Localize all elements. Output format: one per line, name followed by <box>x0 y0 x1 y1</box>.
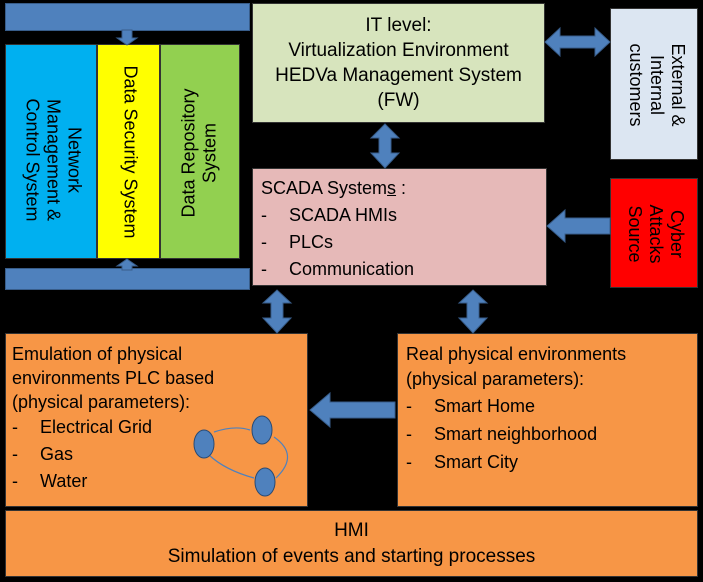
it-level-line: Virtualization Environment <box>288 40 509 61</box>
it-level-title: IT level: <box>365 15 432 36</box>
list-item: -Smart Home <box>406 396 536 416</box>
state-graph <box>208 427 289 479</box>
hmi-box: HMI Simulation of events and starting pr… <box>5 510 698 577</box>
state-node <box>251 415 273 445</box>
list-item: -PLCs <box>261 232 334 252</box>
list-item: -Communication <box>261 259 415 279</box>
list-item: -Smart City <box>406 452 519 472</box>
state-node <box>193 429 215 459</box>
emulation-line: (physical parameters): <box>12 392 191 412</box>
list-item: -SCADA HMIs <box>261 205 398 225</box>
list-item: -Smart neighborhood <box>406 424 598 444</box>
it-level-line: (FW) <box>377 90 420 111</box>
down-arrow-top-bar <box>115 29 139 46</box>
scada-items: -SCADA HMIs -PLCs -Communication <box>261 202 546 283</box>
scada-systems-box: SCADA Systems : -SCADA HMIs -PLCs -Commu… <box>252 168 547 286</box>
scada-title: SCADA Systems : <box>261 178 407 198</box>
list-item: -Electrical Grid <box>12 417 153 437</box>
list-item: -Water <box>12 471 88 491</box>
double-arrow-scada-real <box>457 289 489 334</box>
arrow-cyber-to-scada <box>546 208 611 244</box>
emulation-line: Emulation of physical <box>12 344 183 364</box>
network-management-box: Network Management & Control System <box>5 44 97 259</box>
emulation-line: environments PLC based <box>12 368 215 388</box>
real-line: Real physical environments <box>406 344 627 364</box>
it-level-line: HEDVa Management System <box>275 65 522 86</box>
arrow-real-to-emulation <box>309 391 396 429</box>
up-arrow-bottom-bar <box>115 258 139 271</box>
data-repository-box: Data Repository System <box>160 44 240 259</box>
real-line: (physical parameters): <box>406 369 585 389</box>
real-environments-box: Real physical environments (physical par… <box>397 333 698 507</box>
data-security-box: Data Security System <box>97 44 160 259</box>
emulation-items: -Electrical Grid -Gas -Water <box>12 414 307 495</box>
external-customers-box: External & Internal customers <box>610 8 698 160</box>
double-arrow-it-scada <box>369 123 401 169</box>
list-item: -Gas <box>12 444 74 464</box>
hmi-subtitle: Simulation of events and starting proces… <box>167 545 536 567</box>
double-arrow-scada-emulation <box>261 289 293 334</box>
real-items: -Smart Home -Smart neighborhood -Smart C… <box>406 392 697 476</box>
double-arrow-it-external <box>544 26 611 58</box>
hmi-title: HMI <box>334 519 369 541</box>
cyber-attacks-box: Cyber Attacks Source <box>610 178 698 288</box>
it-level-box: IT level: Virtualization Environment HED… <box>252 3 545 123</box>
state-node <box>254 467 276 497</box>
